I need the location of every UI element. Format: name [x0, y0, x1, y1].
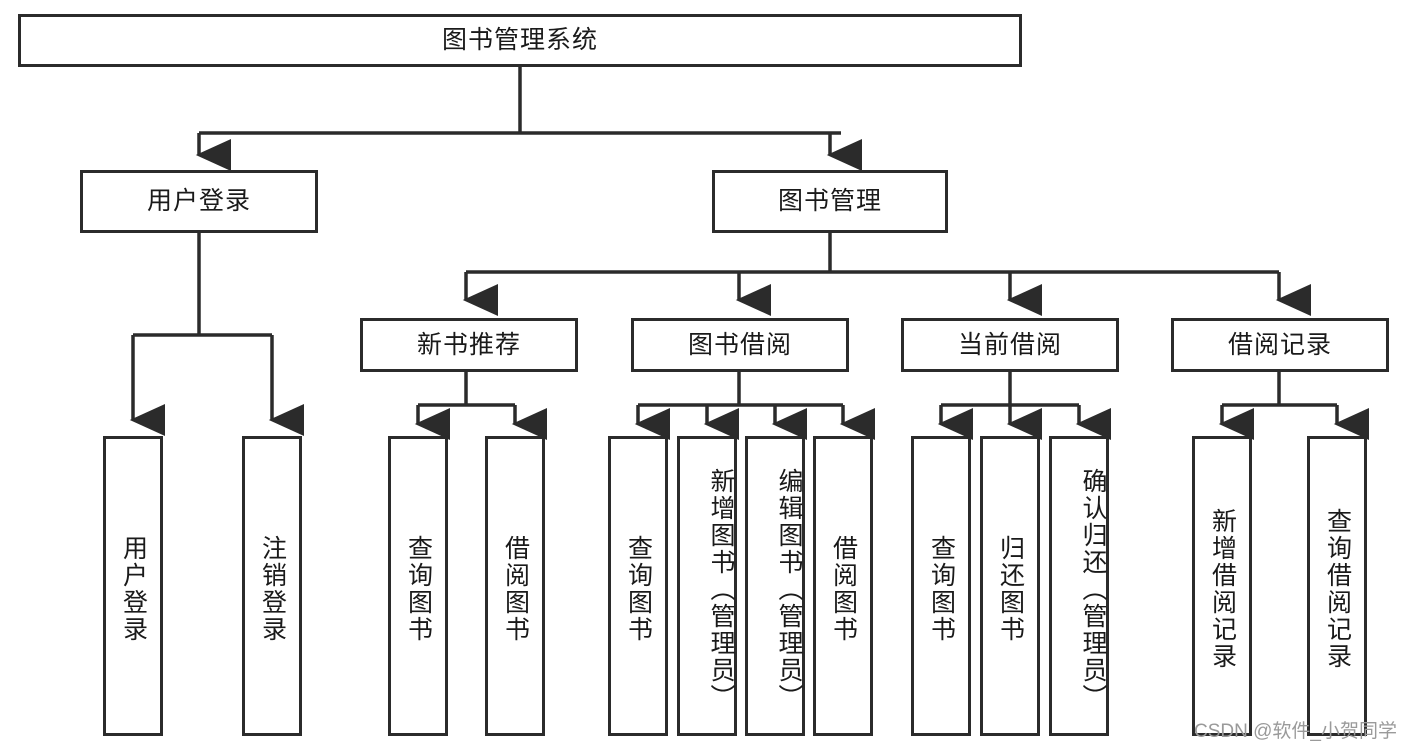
- leaf-record-add-borrow-record[interactable]: 新增借阅记录: [1192, 436, 1252, 736]
- node-label: 借阅记录: [1227, 330, 1332, 359]
- node-label: 查询图书: [927, 535, 956, 643]
- node-root-system[interactable]: 图书管理系统: [18, 14, 1022, 67]
- node-new-book-recommend[interactable]: 新书推荐: [360, 318, 578, 372]
- node-label: 查询图书: [404, 535, 433, 643]
- node-label: 新增借阅记录: [1208, 508, 1237, 670]
- node-label: 图书管理系统: [441, 26, 598, 54]
- node-label: 归还图书: [996, 535, 1025, 643]
- node-label: 编辑图书（管理员）: [775, 467, 803, 711]
- leaf-current-confirm-return-admin[interactable]: 确认归还（管理员）: [1049, 436, 1109, 736]
- leaf-borrow-edit-book-admin[interactable]: 编辑图书（管理员）: [745, 436, 805, 736]
- node-label: 当前借阅: [957, 330, 1062, 359]
- leaf-current-return-book[interactable]: 归还图书: [980, 436, 1040, 736]
- node-label: 图书借阅: [687, 330, 792, 359]
- leaf-record-query-borrow-record[interactable]: 查询借阅记录: [1307, 436, 1367, 736]
- leaf-recommend-query-book[interactable]: 查询图书: [388, 436, 448, 736]
- node-current-borrow[interactable]: 当前借阅: [901, 318, 1119, 372]
- watermark-text: CSDN @软件_小贺同学: [1194, 721, 1397, 742]
- node-borrow-record[interactable]: 借阅记录: [1171, 318, 1389, 372]
- node-label: 查询借阅记录: [1323, 508, 1352, 670]
- node-label: 新增图书（管理员）: [707, 467, 735, 711]
- leaf-recommend-borrow-book[interactable]: 借阅图书: [485, 436, 545, 736]
- node-book-management[interactable]: 图书管理: [712, 170, 948, 233]
- leaf-borrow-add-book-admin[interactable]: 新增图书（管理员）: [677, 436, 737, 736]
- node-label: 借阅图书: [501, 535, 530, 643]
- node-label: 查询图书: [624, 535, 653, 643]
- leaf-borrow-borrow-book[interactable]: 借阅图书: [813, 436, 873, 736]
- leaf-borrow-query-book[interactable]: 查询图书: [608, 436, 668, 736]
- node-user-login[interactable]: 用户登录: [80, 170, 318, 233]
- node-label: 新书推荐: [416, 330, 521, 359]
- node-label: 确认归还（管理员）: [1079, 467, 1107, 711]
- node-label: 用户登录: [119, 535, 148, 643]
- node-label: 图书管理: [777, 187, 882, 215]
- node-label: 注销登录: [258, 535, 287, 643]
- leaf-user-login[interactable]: 用户登录: [103, 436, 163, 736]
- leaf-user-logout[interactable]: 注销登录: [242, 436, 302, 736]
- node-book-borrow[interactable]: 图书借阅: [631, 318, 849, 372]
- leaf-current-query-book[interactable]: 查询图书: [911, 436, 971, 736]
- node-label: 借阅图书: [829, 535, 858, 643]
- node-label: 用户登录: [146, 187, 251, 215]
